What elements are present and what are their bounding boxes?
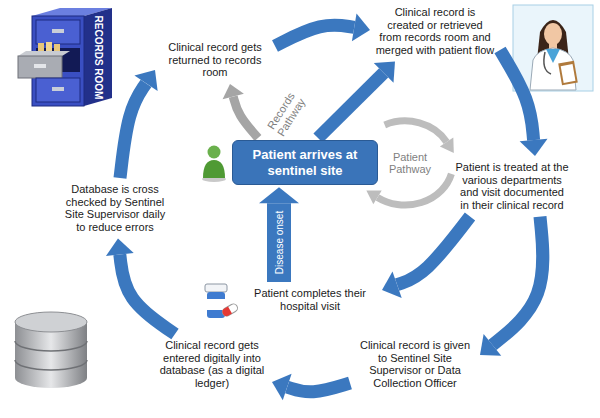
cabinet-label: RECORDS ROOM (93, 12, 104, 102)
bottle-body (207, 292, 225, 318)
patient-pathway-cycle (366, 121, 453, 205)
capsule (221, 303, 239, 318)
flow-arrow (500, 50, 548, 156)
cycle-arrowhead (366, 191, 381, 205)
cycle-arrowhead (440, 138, 454, 153)
step-text: Database is cross checked by Sentinel Si… (60, 180, 170, 237)
arrow-shaft (120, 254, 175, 334)
stethoscope (544, 52, 551, 74)
step-text-line: Clinical record is created or retrieved … (375, 6, 495, 57)
arrow-shaft (500, 50, 534, 140)
cabinet-drawer (36, 78, 80, 102)
database-band (15, 341, 87, 351)
step-text-line: Patient is treated at the various depart… (455, 161, 569, 212)
flow-arrow (275, 14, 370, 46)
arrow-shaft (120, 83, 146, 178)
flow-arrow (318, 62, 395, 138)
arrow-head (223, 84, 244, 99)
picture-frame (513, 5, 593, 91)
capsule-body (221, 303, 239, 318)
step-text-line: Clinical record is given to Sentinel Sit… (355, 339, 475, 390)
doctor-scrubs (546, 49, 560, 63)
step-text: Clinical record is given to Sentinel Sit… (352, 336, 478, 393)
arrow-head (259, 187, 299, 203)
step-text-line: Clinical record gets entered digitally i… (157, 339, 267, 390)
database-band (15, 360, 87, 370)
person-head (208, 146, 221, 159)
cabinet-drawer (36, 20, 80, 44)
cabinet-side (84, 8, 112, 106)
arrow-shaft (397, 217, 470, 285)
step-text: Patient completes their hospital visit (240, 284, 380, 315)
arrow-shaft (318, 73, 384, 138)
cycle-arc (378, 174, 452, 205)
arrow-head (272, 374, 292, 401)
arrow-shaft (233, 97, 258, 138)
arrow-label: Disease onset (274, 201, 285, 285)
step-text: Patient is treated at the various depart… (452, 158, 572, 215)
arrow-head (134, 70, 157, 91)
arrow-shaft (287, 383, 350, 392)
step-text: Clinical record is created or retrieved … (372, 3, 498, 60)
bottle-label (207, 299, 225, 310)
database-icon (15, 312, 87, 388)
flow-arrow (480, 217, 543, 356)
arrow-head (106, 239, 134, 256)
person-icon (202, 146, 226, 183)
drawer-handle (52, 87, 64, 91)
capsule-half (221, 307, 232, 318)
step-text: Clinical record gets returned to records… (157, 38, 273, 82)
step-text-line: Patient completes their hospital visit (243, 287, 377, 312)
doctor-illustration (513, 5, 593, 91)
step-text-line: Database is cross checked by Sentinel Si… (63, 183, 167, 234)
flow-arrow (382, 217, 470, 298)
records-cabinet (18, 8, 112, 106)
open-drawer-top (18, 51, 70, 56)
file-folder (54, 44, 60, 52)
arrow-head (374, 62, 395, 83)
step-text-line: Patient arrives at sentinel site (241, 147, 369, 178)
arrow-shaft (275, 25, 354, 46)
drawer-handle (52, 29, 64, 33)
arrow-head (382, 272, 402, 298)
drawer-handle (34, 64, 46, 68)
file-folder (38, 43, 44, 52)
database-top (15, 312, 87, 332)
flow-arrow (272, 374, 350, 401)
flow-arrow (223, 84, 258, 138)
arrow-shaft (492, 217, 542, 345)
flow-arrow (120, 70, 158, 178)
arrow-head (352, 14, 370, 42)
doctor-face (544, 23, 562, 45)
clipboard (558, 61, 578, 85)
bottle-cap (205, 284, 227, 292)
pill-bottle-icon (205, 284, 239, 318)
arrow-head (520, 139, 548, 156)
step-text: Clinical record gets entered digitally i… (154, 336, 270, 393)
clipboard-paper (561, 64, 576, 83)
person-body (203, 160, 225, 178)
cycle-arc (385, 121, 447, 142)
pathway-label: Patient Pathway (383, 151, 437, 175)
flow-arrow (106, 239, 175, 334)
arrow-head (480, 334, 501, 356)
file-folder (46, 42, 52, 52)
open-drawer (18, 56, 62, 78)
step-text-line: Clinical record gets returned to records… (160, 41, 270, 79)
pathway-label: Records Pathway (261, 85, 310, 144)
process-box: Patient arrives at sentinel site (232, 140, 378, 185)
